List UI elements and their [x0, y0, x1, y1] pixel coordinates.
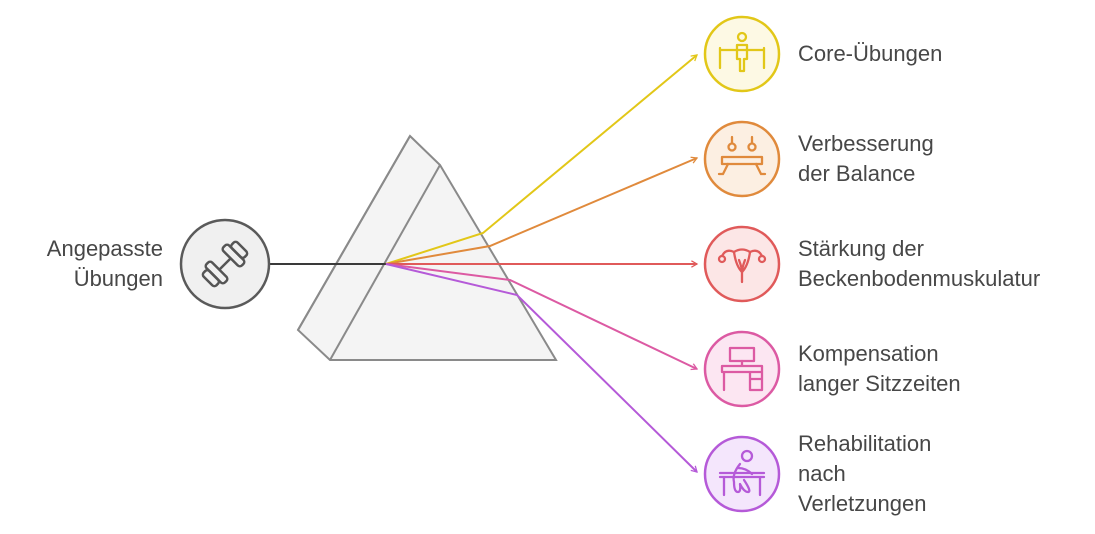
label-line: langer Sitzzeiten [798, 371, 961, 396]
label-line: Stärkung der [798, 236, 924, 261]
node-circle [703, 15, 781, 93]
source-node [179, 218, 271, 310]
uterus-icon [717, 248, 767, 284]
output-node-3 [703, 225, 781, 303]
beam-2 [385, 156, 699, 265]
gymnastics-icon [717, 135, 767, 176]
label-line: Core-Übungen [798, 41, 943, 66]
label-line: nach [798, 461, 846, 486]
node-circle [703, 225, 781, 303]
label-line: Verbesserung [798, 131, 934, 156]
person-desk-icon [718, 449, 766, 497]
beam-5 [385, 263, 698, 473]
output-label-core: Core-Übungen [798, 39, 942, 69]
label-line: Kompensation [798, 341, 939, 366]
dumbbell-icon [201, 240, 249, 288]
desk-computer-icon [720, 346, 764, 392]
node-circle [703, 120, 781, 198]
node-circle [703, 330, 781, 408]
output-label-sitting: Kompensation langer Sitzzeiten [798, 339, 961, 399]
beam-1 [385, 54, 698, 265]
beam-4 [385, 263, 699, 371]
label-line: Rehabilitation [798, 431, 932, 456]
source-label-line: Übungen [73, 266, 163, 291]
output-node-4 [703, 330, 781, 408]
output-node-5 [703, 435, 781, 513]
output-node-2 [703, 120, 781, 198]
output-label-balance: Verbesserung der Balance [798, 129, 934, 189]
output-node-1 [703, 15, 781, 93]
person-bars-icon [718, 31, 766, 73]
source-label-line: Angepasste [46, 236, 163, 261]
source-label: Angepasste Übungen [30, 234, 163, 294]
label-line: Beckenbodenmuskulatur [798, 266, 1041, 291]
label-line: Verletzungen [798, 491, 927, 516]
output-beams [385, 54, 699, 473]
prism [296, 134, 558, 361]
label-line: der Balance [798, 161, 916, 186]
